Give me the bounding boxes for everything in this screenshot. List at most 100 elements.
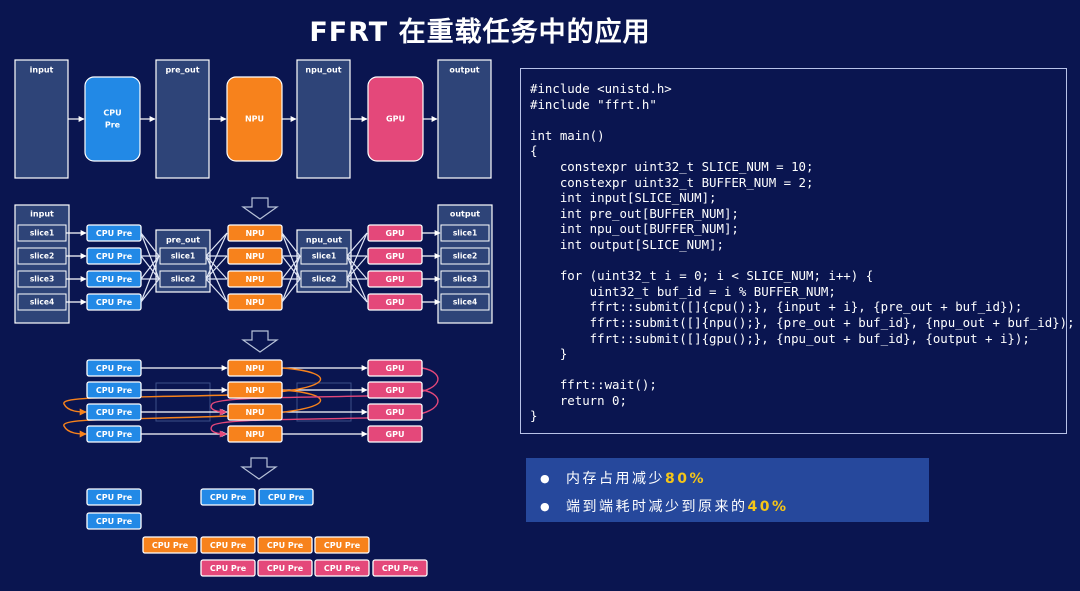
- dependency-curve-gpu: [210, 389, 439, 438]
- stage-npu-label: NPU: [245, 115, 264, 124]
- buffer-output-label: output: [449, 66, 479, 75]
- sliced-gpu-chip: GPU: [367, 293, 423, 311]
- timeline-npu-chip: CPU Pre: [142, 536, 198, 554]
- output-slice: [440, 224, 490, 242]
- npu-out-slice-label: slice1: [312, 252, 336, 261]
- results-box: ●内存占用减少80% ●端到端耗时减少到原来的40%: [526, 458, 929, 522]
- dependency-curve-gpu: [210, 367, 439, 416]
- sliced-output-title: output: [450, 210, 480, 219]
- output-slice-label: slice2: [453, 252, 477, 261]
- connector-arrow: [281, 255, 301, 303]
- sliced-gpu-chip-label: GPU: [386, 229, 405, 238]
- parallel-cpu-chip: CPU Pre: [86, 425, 142, 443]
- result-memory-text: 内存占用减少: [566, 471, 665, 487]
- timeline-cpu-chip: CPU Pre: [200, 488, 256, 506]
- sliced-gpu-chip: GPU: [367, 224, 423, 242]
- connector-arrow: [205, 255, 228, 280]
- sliced-gpu-chip-label: GPU: [386, 252, 405, 261]
- connector-arrow: [346, 232, 368, 257]
- parallel-cpu-chip-label: CPU Pre: [96, 364, 133, 373]
- sliced-cpu-chip-label: CPU Pre: [96, 275, 133, 284]
- connector-arrow: [281, 232, 301, 257]
- timeline-npu-chip: CPU Pre: [257, 536, 313, 554]
- timeline-cpu-chip: CPU Pre: [86, 512, 142, 530]
- output-slice-label: slice1: [453, 229, 477, 238]
- down-arrow-icon: [241, 330, 279, 353]
- parallel-cpu-chip: CPU Pre: [86, 359, 142, 377]
- stage-cpu-label-1: CPU: [103, 109, 121, 118]
- dependency-curve-npu: [63, 389, 322, 438]
- timeline-gpu-chip-label: CPU Pre: [324, 564, 361, 573]
- parallel-cpu-chip: CPU Pre: [86, 381, 142, 399]
- timeline-npu-chip-label: CPU Pre: [324, 541, 361, 550]
- sliced-gpu-chip: GPU: [367, 247, 423, 265]
- connector-arrow: [205, 255, 228, 303]
- sliced-gpu-chip-label: GPU: [386, 275, 405, 284]
- parallel-gpu-chip-label: GPU: [386, 430, 405, 439]
- timeline-gpu-chip: CPU Pre: [372, 559, 428, 577]
- connector-arrow: [205, 232, 228, 257]
- timeline-gpu-chip-label: CPU Pre: [382, 564, 419, 573]
- sliced-cpu-chip: CPU Pre: [86, 293, 142, 311]
- sliced-npu-chip-label: NPU: [245, 229, 264, 238]
- sliced-cpu-chip-label: CPU Pre: [96, 298, 133, 307]
- connector-arrow: [281, 278, 301, 303]
- sliced-npu-chip: NPU: [227, 224, 283, 242]
- sliced-npu-chip: NPU: [227, 293, 283, 311]
- timeline-gpu-chip: CPU Pre: [200, 559, 256, 577]
- sliced-cpu-chip: CPU Pre: [86, 270, 142, 288]
- buffer-output: [437, 59, 492, 179]
- timeline-cpu-chip-label: CPU Pre: [210, 493, 247, 502]
- buffer-pre_out-label: pre_out: [165, 66, 199, 75]
- result-latency-text: 端到端耗时减少到原来的: [566, 499, 748, 515]
- output-slice-label: slice3: [453, 275, 477, 284]
- parallel-gpu-chip: GPU: [367, 359, 423, 377]
- buffer-npu_out-label: npu_out: [305, 66, 341, 75]
- connector-arrow: [281, 255, 301, 280]
- timeline-npu-chip-label: CPU Pre: [210, 541, 247, 550]
- sliced-npu-chip: NPU: [227, 247, 283, 265]
- parallel-cpu-chip-label: CPU Pre: [96, 386, 133, 395]
- stage-cpu-block: [84, 76, 141, 162]
- page-title: FFRT 在重载任务中的应用: [309, 17, 651, 48]
- code-block: #include <unistd.h> #include "ffrt.h" in…: [530, 81, 1075, 424]
- parallel-gpu-chip-label: GPU: [386, 364, 405, 373]
- parallel-npu-chip: NPU: [227, 425, 283, 443]
- output-slice: [440, 247, 490, 265]
- timeline-cpu-chip: CPU Pre: [258, 488, 314, 506]
- output-slice: [440, 270, 490, 288]
- connector-arrow: [140, 232, 160, 257]
- timeline-npu-chip-label: CPU Pre: [267, 541, 304, 550]
- connector-arrow: [346, 255, 368, 280]
- pre-out-slice-label: slice2: [171, 275, 195, 284]
- output-slice: [440, 293, 490, 311]
- faint-pre-out-buffer: [155, 382, 211, 422]
- parallel-cpu-chip-label: CPU Pre: [96, 430, 133, 439]
- sliced-npu-chip: NPU: [227, 270, 283, 288]
- pre-out-slice-label: slice1: [171, 252, 195, 261]
- parallel-npu-chip-label: NPU: [245, 386, 264, 395]
- parallel-cpu-chip-label: CPU Pre: [96, 408, 133, 417]
- bullet-icon: ●: [540, 500, 550, 513]
- timeline-cpu-chip: CPU Pre: [86, 488, 142, 506]
- parallel-npu-chip: NPU: [227, 381, 283, 399]
- parallel-cpu-chip: CPU Pre: [86, 403, 142, 421]
- buffer-input: [14, 59, 69, 179]
- connector-arrow: [346, 278, 368, 303]
- timeline-cpu-chip-label: CPU Pre: [268, 493, 305, 502]
- result-memory-value: 80%: [665, 471, 707, 487]
- timeline-npu-chip: CPU Pre: [314, 536, 370, 554]
- timeline-gpu-chip: CPU Pre: [314, 559, 370, 577]
- parallel-npu-chip-label: NPU: [245, 364, 264, 373]
- timeline-gpu-chip: CPU Pre: [257, 559, 313, 577]
- buffer-pre_out: [155, 59, 210, 179]
- timeline-gpu-chip-label: CPU Pre: [210, 564, 247, 573]
- stage-cpu-label-2: Pre: [105, 121, 121, 130]
- timeline-cpu-chip-label: CPU Pre: [96, 493, 133, 502]
- parallel-npu-chip: NPU: [227, 359, 283, 377]
- parallel-npu-chip-label: NPU: [245, 430, 264, 439]
- parallel-npu-chip-label: NPU: [245, 408, 264, 417]
- connector-arrow: [346, 255, 368, 303]
- down-arrow-icon: [241, 197, 279, 220]
- sliced-cpu-chip: CPU Pre: [86, 247, 142, 265]
